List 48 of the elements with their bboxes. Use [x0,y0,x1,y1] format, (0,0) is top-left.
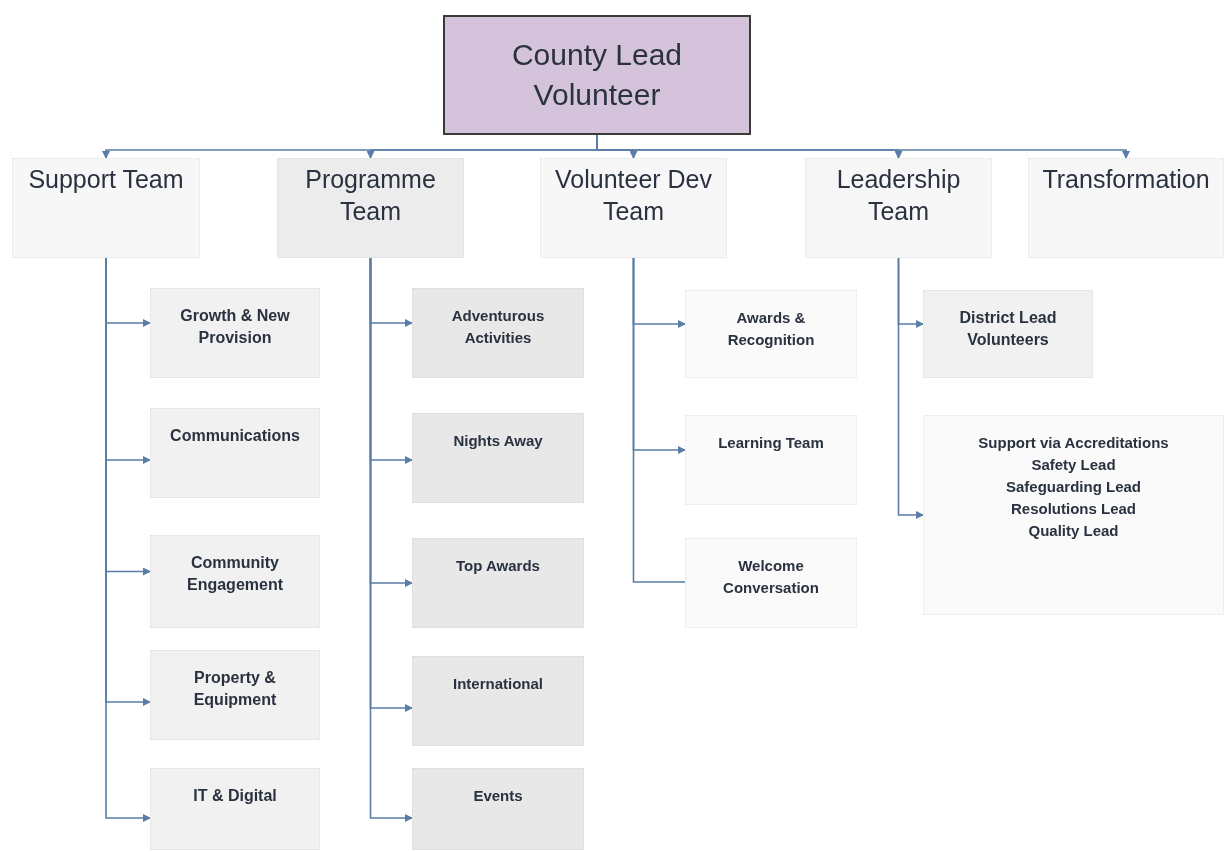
box-title: Nights Away [453,431,543,451]
team-box [805,158,992,258]
team-box [540,158,727,258]
box-title: Welcome Conversation [722,556,820,598]
box-title: Top Awards [456,556,540,576]
team-box [1028,158,1224,258]
box-title: Property & Equipment [192,668,278,710]
box-title: Community Engagement [186,553,284,595]
role-box [412,768,584,850]
box-title: District Lead Volunteers [958,308,1058,350]
box-title: IT & Digital [193,786,277,806]
role-box [412,656,584,746]
role-item: Quality Lead [1028,521,1119,541]
box-title: International [453,674,543,694]
team-box [12,158,200,258]
role-box [685,290,857,378]
box-title: Events [473,786,523,806]
role-box [150,768,320,850]
box-title: Learning Team [718,433,824,453]
lead-box [443,15,751,135]
role-box [150,288,320,378]
role-box [923,290,1093,378]
box-title: Support via Accreditations [978,433,1169,453]
box-title: Adventurous Activities [450,306,546,348]
role-box [150,535,320,628]
role-box [923,415,1224,615]
box-title: Programme Team [304,164,437,227]
role-box [412,413,584,503]
connector-arrow [369,257,413,822]
box-title: Leadership Team [835,164,962,227]
role-box [150,408,320,498]
box-title: Growth & New Provision [179,306,291,348]
role-box [150,650,320,740]
box-title: Awards & Recognition [726,308,816,350]
box-title: Volunteer Dev Team [553,164,713,227]
connector-arrow [897,257,924,519]
box-title: Support Team [28,164,184,195]
role-box [412,538,584,628]
role-box [685,538,857,628]
role-item: Resolutions Lead [1011,499,1136,519]
box-title: County Lead Volunteer [510,37,684,113]
box-title: Communications [170,426,300,446]
role-item: Safety Lead [1031,455,1116,475]
role-item: Safeguarding Lead [1006,477,1141,497]
team-box [277,158,464,258]
role-box [412,288,584,378]
role-box [685,415,857,505]
box-title: Transformation [1042,164,1210,195]
